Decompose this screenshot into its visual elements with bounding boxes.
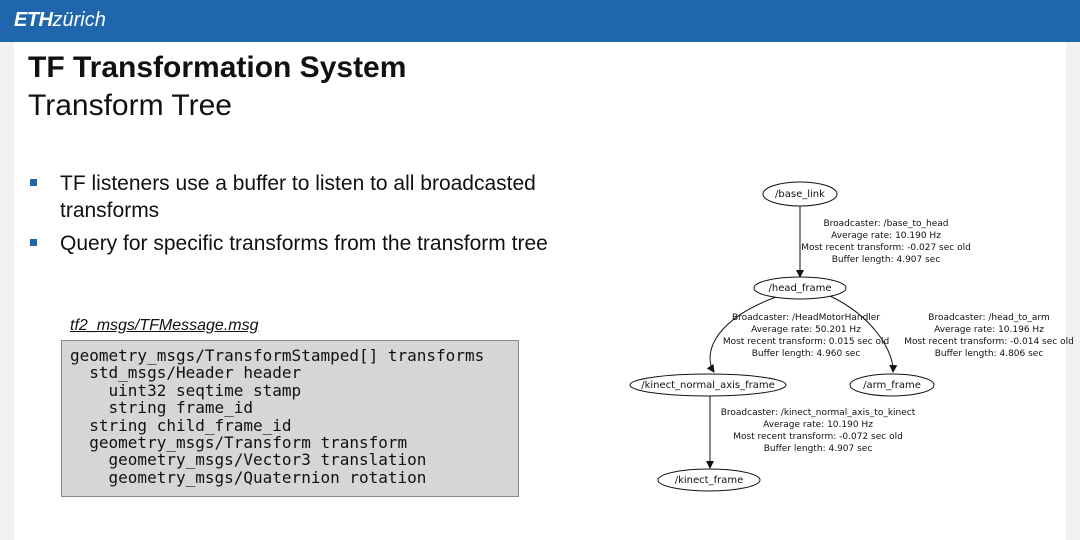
- logo-zurich-text: zürich: [52, 9, 106, 31]
- edge-head-to-arm: [829, 295, 898, 373]
- header-bar: ETHzürich: [0, 0, 1080, 42]
- code-line: std_msgs/Header header: [70, 363, 302, 383]
- edge-label-line: Buffer length: 4.907 sec: [832, 255, 941, 265]
- node-kinect-frame: /kinect_frame: [657, 468, 761, 492]
- node-label: /head_frame: [769, 283, 832, 294]
- edge-label-line: Buffer length: 4.907 sec: [764, 444, 873, 454]
- edge-label-line: Broadcaster: /HeadMotorHandler: [732, 313, 880, 323]
- slide-content: TF Transformation System Transform Tree …: [14, 42, 1074, 540]
- edge-label-line: Broadcaster: /kinect_normal_axis_to_kine…: [721, 408, 916, 418]
- node-arm-frame: /arm_frame: [849, 373, 935, 397]
- node-kinect-normal-axis-frame: /kinect_normal_axis_frame: [629, 373, 787, 397]
- bullet-item: Query for specific transforms from the t…: [28, 230, 628, 257]
- code-line: string child_frame_id: [70, 415, 292, 435]
- slide-title: TF Transformation System: [28, 51, 407, 84]
- edge-label-line: Broadcaster: /base_to_head: [823, 219, 948, 229]
- bullet-text: Query for specific transforms from the t…: [60, 232, 548, 255]
- code-line: uint32 seqtime stamp: [70, 380, 302, 400]
- edge-label-kinect-normal-to-kinect: Broadcaster: /kinect_normal_axis_to_kine…: [721, 408, 916, 454]
- node-label: /kinect_normal_axis_frame: [641, 380, 775, 391]
- edge-label-line: Most recent transform: -0.072 sec old: [733, 432, 903, 442]
- bullet-text: TF listeners use a buffer to listen to a…: [60, 172, 536, 222]
- edge-label-line: Average rate: 10.190 Hz: [763, 420, 873, 430]
- edge-head-to-kinect-normal: [706, 296, 777, 373]
- code-block: geometry_msgs/TransformStamped[] transfo…: [61, 340, 519, 497]
- message-file-caption: tf2_msgs/TFMessage.msg: [70, 317, 259, 334]
- bullet-item: TF listeners use a buffer to listen to a…: [28, 170, 628, 224]
- edge-label-base-to-head: Broadcaster: /base_to_head Average rate:…: [801, 219, 971, 265]
- code-line: geometry_msgs/TransformStamped[] transfo…: [70, 346, 485, 365]
- slide-subtitle: Transform Tree: [28, 89, 232, 122]
- code-line: string frame_id: [70, 398, 254, 418]
- edge-label-line: Average rate: 50.201 Hz: [751, 325, 861, 335]
- node-label: /arm_frame: [863, 380, 921, 391]
- code-line: geometry_msgs/Transform transform: [70, 433, 408, 453]
- edge-label-line: Most recent transform: 0.015 sec old: [723, 337, 889, 347]
- edge-label-head-to-arm: Broadcaster: /head_to_arm Average rate: …: [904, 313, 1074, 359]
- edge-label-line: Buffer length: 4.806 sec: [935, 349, 1044, 359]
- edge-label-line: Broadcaster: /head_to_arm: [928, 313, 1049, 323]
- transform-tree-svg: /base_link /head_frame /kinect_normal_ax…: [629, 181, 1074, 492]
- node-head-frame: /head_frame: [753, 276, 847, 300]
- eth-zurich-logo: ETHzürich: [14, 8, 106, 32]
- edge-label-head-to-kinect-normal: Broadcaster: /HeadMotorHandler Average r…: [723, 313, 889, 359]
- bullet-list: TF listeners use a buffer to listen to a…: [28, 170, 628, 263]
- edge-label-line: Most recent transform: -0.027 sec old: [801, 243, 971, 253]
- code-line: geometry_msgs/Quaternion rotation: [70, 467, 427, 487]
- bullet-square-icon: [30, 179, 37, 186]
- bullet-square-icon: [30, 239, 37, 246]
- edge-label-line: Average rate: 10.196 Hz: [934, 325, 1044, 335]
- node-base-link: /base_link: [762, 181, 838, 207]
- node-label: /base_link: [775, 189, 825, 200]
- code-line: geometry_msgs/Vector3 translation: [70, 450, 427, 470]
- edge-label-line: Average rate: 10.190 Hz: [831, 231, 941, 241]
- node-label: /kinect_frame: [675, 475, 744, 486]
- logo-eth-text: ETH: [14, 9, 53, 31]
- transform-tree-diagram: /base_link /head_frame /kinect_normal_ax…: [604, 172, 1074, 502]
- edge-label-line: Most recent transform: -0.014 sec old: [904, 337, 1074, 347]
- edge-label-line: Buffer length: 4.960 sec: [752, 349, 861, 359]
